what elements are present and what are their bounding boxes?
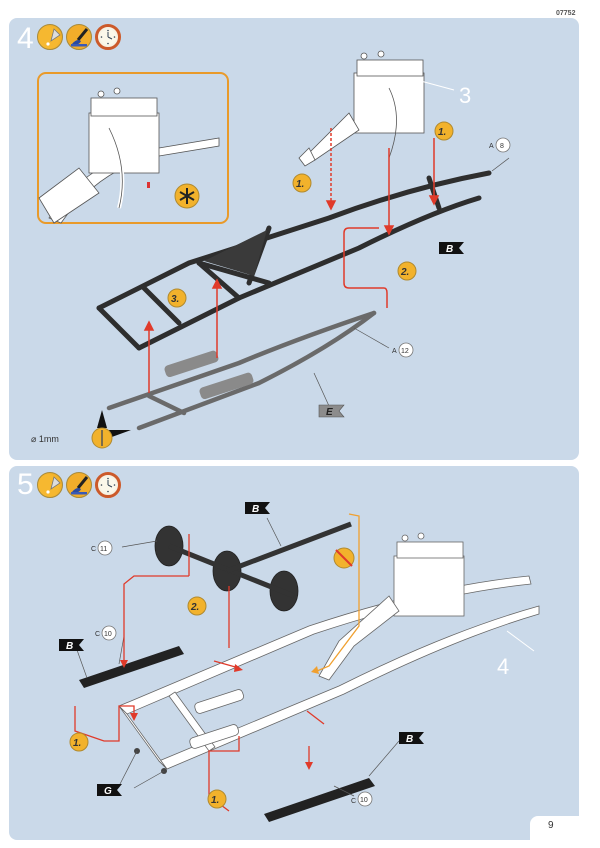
step-4-illustration: 3 <box>31 50 511 449</box>
part-a8-leader <box>491 157 510 172</box>
assembly-arrows <box>143 128 440 393</box>
part-c10a-sprue: C <box>95 631 100 638</box>
step-badge-2 <box>397 261 417 281</box>
color-b-right-leader <box>368 740 400 777</box>
color-flag-b-axle-label: B <box>252 504 259 515</box>
step-5-badge-2 <box>187 596 207 616</box>
color-flag-b-label: B <box>446 244 453 255</box>
drill-size-label: ⌀ 1mm <box>31 434 59 444</box>
inset-engine-drawing <box>38 87 220 224</box>
step-5-badge-1a <box>69 732 89 752</box>
no-glue-icon <box>333 547 355 569</box>
part-a8-sprue: A <box>489 143 494 150</box>
step-badge-1b-label: 1. <box>438 127 446 138</box>
clock-icon <box>95 24 121 50</box>
part-c10b-circle <box>357 791 373 807</box>
no-glue-guide <box>316 513 360 672</box>
paint-brush-icon <box>66 24 92 50</box>
step-5-badge-1a-label: 1. <box>73 738 81 749</box>
color-flag-g-label: G <box>104 786 112 797</box>
color-flag-e-label: E <box>326 407 333 418</box>
part-a8-number: 8 <box>500 143 504 150</box>
leaf-spring-left <box>79 646 184 688</box>
white-chassis-drawing <box>118 532 540 770</box>
chassis-frame-dark <box>96 170 492 351</box>
part-c10b-leader <box>333 785 355 797</box>
part-a12-leader <box>353 327 390 349</box>
step-badge-1b <box>434 121 454 141</box>
step-badge-1a <box>292 173 312 193</box>
part-a8-circle <box>495 137 511 153</box>
part-c10b-sprue: C <box>351 798 356 805</box>
rear-axle-drawing <box>154 521 352 612</box>
color-flag-g <box>97 784 122 796</box>
part-c10b-number: 10 <box>360 797 368 804</box>
detail-inset-frame <box>37 72 229 224</box>
part-c10a-leader <box>118 635 125 665</box>
asterisk-detail-icon <box>174 183 200 209</box>
page-number: 9 <box>548 820 554 831</box>
sub-assembly-4-leader <box>506 630 535 652</box>
paint-brush-icon <box>66 472 92 498</box>
arrow-heads <box>120 660 313 770</box>
catalog-code: 07752 <box>556 10 576 17</box>
part-c11-number: 11 <box>100 546 107 553</box>
glue-icon <box>37 24 63 50</box>
step-badge-3-label: 3. <box>171 294 179 305</box>
color-b-axle-leader <box>266 517 282 547</box>
step-badge-1a-label: 1. <box>296 179 304 190</box>
inset-highlight-mark <box>147 182 150 188</box>
clock-icon <box>95 472 121 498</box>
color-flag-b-right-label: B <box>406 734 413 745</box>
color-flag-b-axle <box>245 502 270 514</box>
color-flag-b-left-label: B <box>66 641 73 652</box>
step-4-panel: 4 <box>9 18 579 460</box>
color-flag-b-right <box>399 732 424 744</box>
sub-assembly-leader <box>416 79 455 91</box>
muffler-1 <box>164 350 219 378</box>
step-5-number: 5 <box>17 468 34 501</box>
step-badge-2-label: 2. <box>400 267 409 278</box>
leaf-spring-right <box>264 778 375 822</box>
page-corner-notch <box>530 816 600 848</box>
step-5-badge-1b <box>207 789 227 809</box>
exhaust-pipe-drawing <box>106 310 377 431</box>
color-flag-b <box>439 242 464 254</box>
part-a12-number: 12 <box>401 348 409 355</box>
step-4-number: 4 <box>17 22 34 55</box>
step-5-badge-1b-label: 1. <box>211 795 219 806</box>
engine-assembly-drawing <box>298 50 425 167</box>
part-a12-circle <box>398 342 414 358</box>
step-5-illustration: 4 <box>59 502 540 822</box>
part-c10a-number: 10 <box>104 631 112 638</box>
frame-cross-plate <box>204 230 267 276</box>
step-badge-3 <box>167 288 187 308</box>
drill-icon <box>91 410 131 449</box>
color-e-leader <box>313 372 330 407</box>
sub-assembly-3-label: 3 <box>459 83 471 108</box>
sub-assembly-4-label: 4 <box>497 654 509 679</box>
part-c11-sprue: C <box>91 546 96 553</box>
part-a12-sprue: A <box>392 348 397 355</box>
step-5-badge-2-label: 2. <box>190 602 199 613</box>
part-c11-circle <box>97 540 113 556</box>
color-b-left-leader <box>76 649 88 679</box>
color-flag-e <box>318 404 345 418</box>
step-5-panel: 5 4 <box>9 466 579 840</box>
part-c11-leader <box>121 540 158 548</box>
part-c10a-circle <box>101 625 117 641</box>
color-flag-b-left <box>59 639 84 651</box>
glue-icon <box>37 472 63 498</box>
muffler-2 <box>199 372 254 400</box>
